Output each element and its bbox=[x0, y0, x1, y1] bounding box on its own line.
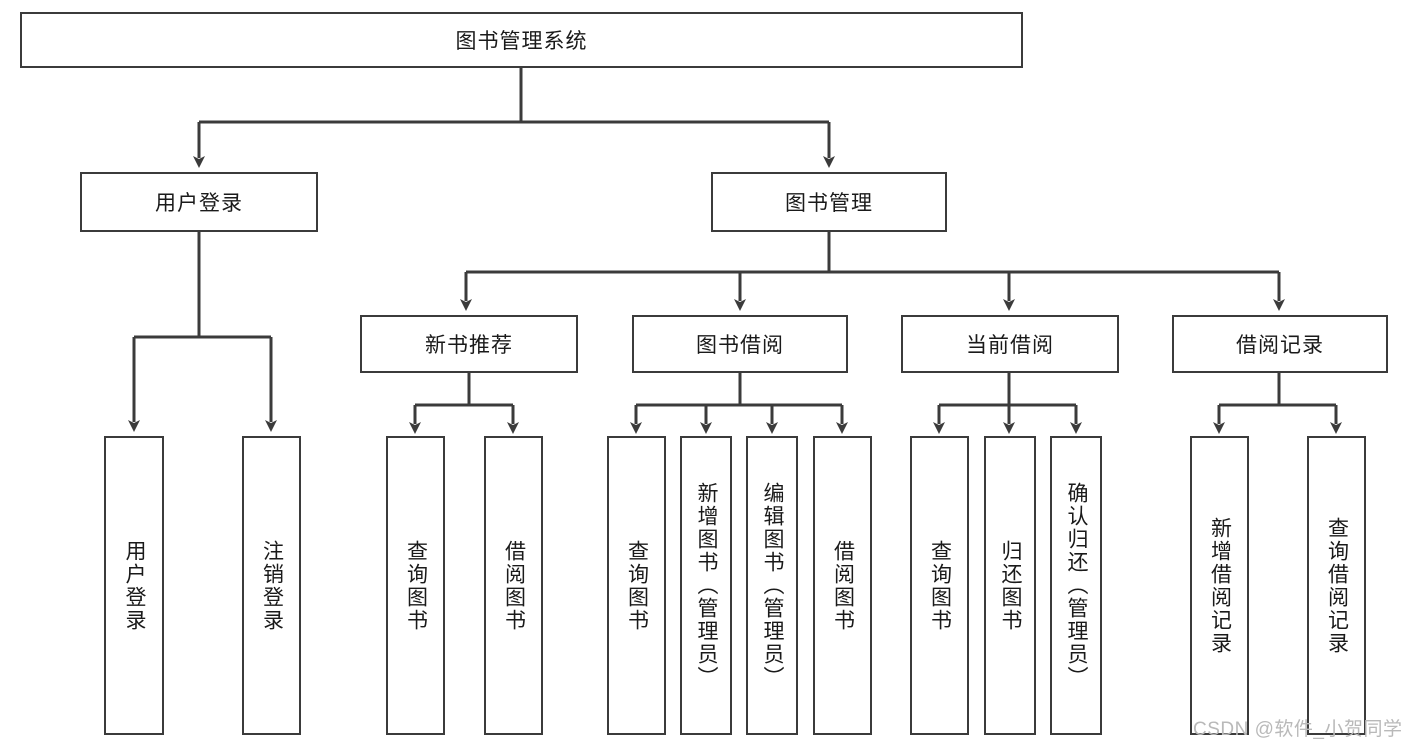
node-leaf-user-login-0[interactable]: 用户登录 bbox=[104, 436, 164, 735]
node-label: 借阅记录 bbox=[1236, 334, 1324, 357]
node-leaf-new-book-2[interactable]: 查询图书 bbox=[386, 436, 445, 735]
node-label: 编辑图书（管理员） bbox=[761, 482, 785, 689]
csdn-watermark: CSDN @软件_小贺同学 bbox=[1193, 719, 1403, 740]
node-label: 图书借阅 bbox=[696, 334, 784, 357]
node-leaf-book-borrow-7[interactable]: 借阅图书 bbox=[813, 436, 872, 735]
node-root-library-system[interactable]: 图书管理系统 bbox=[20, 12, 1023, 68]
node-label: 确认归还（管理员） bbox=[1065, 482, 1089, 689]
node-label: 查询图书 bbox=[404, 539, 428, 632]
node-level3-2[interactable]: 当前借阅 bbox=[901, 315, 1119, 373]
node-leaf-current-borrow-8[interactable]: 查询图书 bbox=[910, 436, 969, 735]
node-label: 查询图书 bbox=[625, 539, 649, 632]
node-label: 新增借阅记录 bbox=[1208, 516, 1232, 655]
node-label: 当前借阅 bbox=[966, 334, 1054, 357]
node-level2-1[interactable]: 图书管理 bbox=[711, 172, 947, 232]
node-label: 注销登录 bbox=[260, 539, 284, 632]
node-leaf-book-borrow-5[interactable]: 新增图书（管理员） bbox=[680, 436, 732, 735]
node-label: 借阅图书 bbox=[831, 539, 855, 632]
node-level2-0[interactable]: 用户登录 bbox=[80, 172, 318, 232]
node-label: 新书推荐 bbox=[425, 334, 513, 357]
node-leaf-new-book-3[interactable]: 借阅图书 bbox=[484, 436, 543, 735]
node-label: 归还图书 bbox=[999, 539, 1023, 632]
node-label: 图书管理系统 bbox=[455, 30, 588, 53]
node-label: 借阅图书 bbox=[502, 539, 526, 632]
node-leaf-borrow-record-11[interactable]: 新增借阅记录 bbox=[1190, 436, 1249, 735]
node-leaf-current-borrow-9[interactable]: 归还图书 bbox=[984, 436, 1036, 735]
node-leaf-current-borrow-10[interactable]: 确认归还（管理员） bbox=[1050, 436, 1102, 735]
node-label: 新增图书（管理员） bbox=[695, 482, 719, 689]
node-leaf-book-borrow-4[interactable]: 查询图书 bbox=[607, 436, 666, 735]
node-label: 用户登录 bbox=[155, 192, 243, 215]
node-label: 图书管理 bbox=[785, 192, 873, 215]
node-leaf-user-login-1[interactable]: 注销登录 bbox=[242, 436, 301, 735]
node-leaf-borrow-record-12[interactable]: 查询借阅记录 bbox=[1307, 436, 1366, 735]
node-label: 用户登录 bbox=[123, 539, 147, 632]
node-level3-3[interactable]: 借阅记录 bbox=[1172, 315, 1388, 373]
node-level3-0[interactable]: 新书推荐 bbox=[360, 315, 578, 373]
node-level3-1[interactable]: 图书借阅 bbox=[632, 315, 848, 373]
node-label: 查询图书 bbox=[928, 539, 952, 632]
node-label: 查询借阅记录 bbox=[1325, 516, 1349, 655]
node-leaf-book-borrow-6[interactable]: 编辑图书（管理员） bbox=[746, 436, 798, 735]
